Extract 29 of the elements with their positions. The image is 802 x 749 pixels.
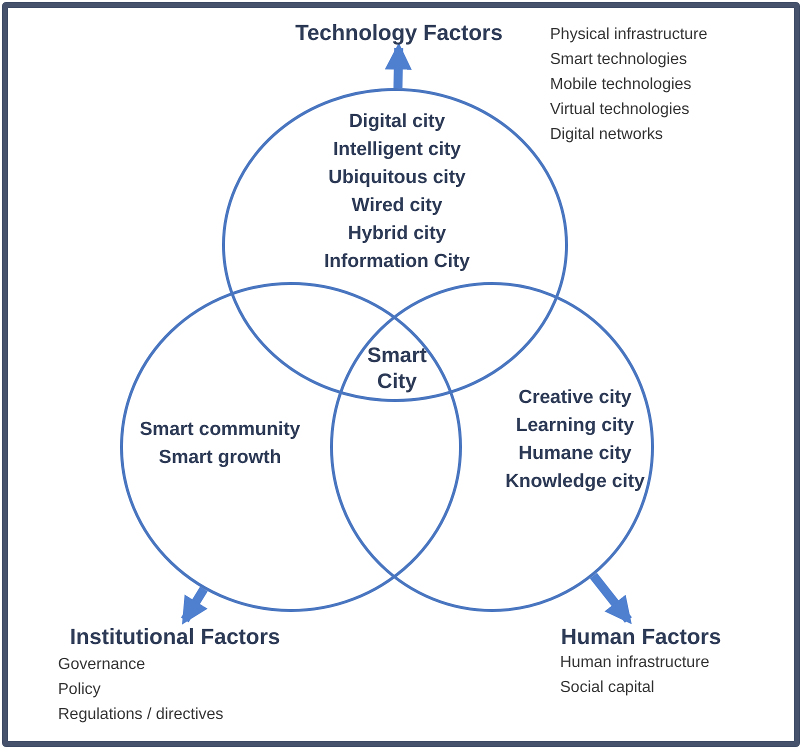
factor-item-text: Social capital	[560, 678, 656, 698]
city-type-text: Digital city	[348, 110, 446, 134]
block-arrow	[384, 42, 412, 88]
factor-item-text: Governance	[58, 655, 146, 675]
city-type-text: Learning city	[516, 414, 634, 438]
factor-item-text: Mobile technologies	[550, 75, 692, 95]
city-type-text: Wired city	[352, 194, 442, 218]
factor-heading: Institutional Factors	[70, 622, 280, 650]
block-arrow	[180, 586, 208, 625]
city-type-text: Ubiquitous city	[328, 166, 466, 190]
factor-item-text: Digital networks	[550, 125, 664, 145]
factor-heading: Human Factors	[560, 622, 722, 650]
city-type-text: Hybrid city	[348, 222, 446, 246]
factor-item-text: Policy	[58, 680, 102, 700]
city-type-text: Creative city	[518, 386, 632, 410]
center-label: Smart City	[366, 343, 428, 395]
factor-item-text: Physical infrastructure	[550, 25, 708, 45]
factor-heading: Technology Factors	[295, 18, 503, 47]
city-type-text: Knowledge city	[505, 470, 645, 494]
city-type-text: Smart growth	[158, 446, 282, 470]
factor-item-text: Human infrastructure	[560, 653, 710, 673]
city-type-text: Intelligent city	[333, 138, 461, 162]
block-arrow	[590, 572, 632, 624]
city-type-text: Humane city	[518, 442, 632, 466]
city-type-text: Information City	[324, 250, 470, 274]
factor-item-text: Virtual technologies	[550, 100, 690, 120]
factor-item-text: Smart technologies	[550, 50, 688, 70]
city-type-text: Smart community	[140, 418, 300, 442]
factor-item-text: Regulations / directives	[58, 705, 224, 725]
